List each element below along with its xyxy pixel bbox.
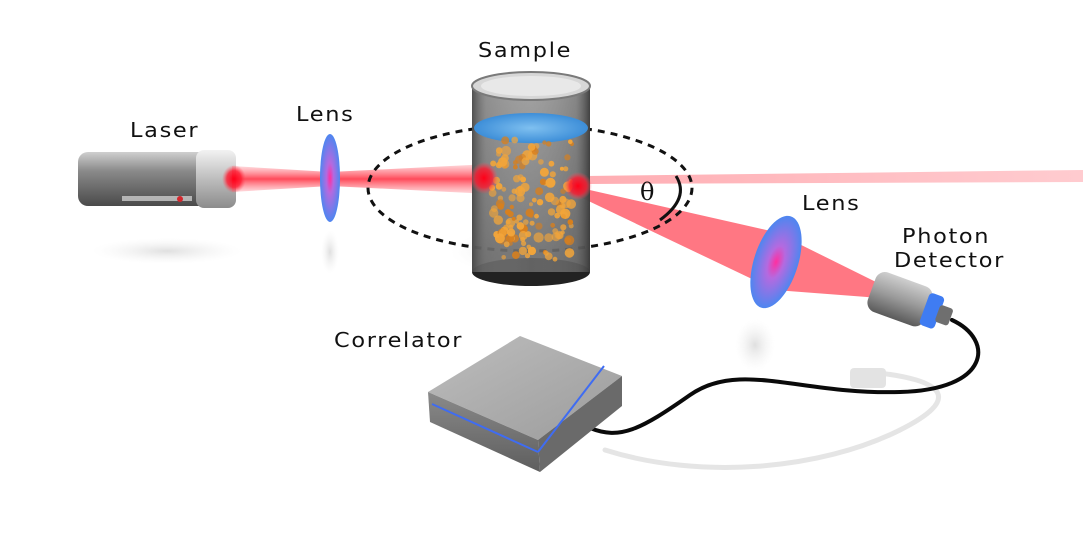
- cable: [588, 318, 981, 435]
- correlator-label: Correlator: [334, 328, 464, 352]
- particle: [501, 254, 507, 260]
- particle: [535, 187, 544, 196]
- particle: [509, 204, 514, 210]
- particle: [545, 141, 552, 147]
- particle: [539, 178, 547, 185]
- particle: [544, 233, 554, 243]
- lens-right-label: Lens: [802, 191, 861, 215]
- particle: [513, 175, 521, 183]
- particle: [559, 166, 564, 171]
- particle: [534, 213, 539, 219]
- particle: [542, 140, 547, 145]
- particle: [501, 186, 507, 192]
- particle: [495, 199, 505, 209]
- particle: [527, 143, 536, 151]
- particle: [520, 237, 526, 242]
- sample-label: Sample: [478, 38, 573, 62]
- particle: [539, 167, 549, 177]
- particle: [567, 219, 574, 225]
- particle: [500, 159, 510, 169]
- particle: [536, 199, 544, 206]
- particle: [564, 235, 575, 246]
- particle: [544, 192, 555, 203]
- particle: [568, 139, 573, 145]
- particle: [538, 159, 544, 165]
- particle: [516, 194, 525, 203]
- laser-label: Laser: [130, 118, 200, 142]
- particle: [514, 219, 519, 224]
- particle: [494, 233, 505, 244]
- particle: [511, 216, 516, 221]
- particle: [550, 222, 556, 228]
- particle: [551, 232, 561, 242]
- particle: [533, 232, 544, 243]
- particle: [505, 209, 511, 215]
- lens-left-label: Lens: [296, 102, 355, 126]
- particle: [508, 194, 516, 202]
- particle: [520, 176, 527, 183]
- lens-left: [320, 134, 340, 222]
- particle: [523, 219, 529, 225]
- correlator-box: [428, 336, 622, 472]
- particle: [493, 215, 503, 225]
- particle: [554, 212, 561, 219]
- particle: [521, 157, 530, 166]
- particle: [511, 136, 519, 144]
- particle: [495, 183, 503, 190]
- particle: [561, 198, 571, 209]
- particle: [516, 214, 523, 221]
- particle: [520, 182, 530, 192]
- particle: [547, 208, 556, 216]
- particle: [529, 220, 535, 226]
- particle: [521, 240, 527, 246]
- photon-detector: [867, 272, 953, 329]
- angle-arc: [659, 175, 682, 222]
- particle: [513, 160, 518, 165]
- particle: [564, 154, 571, 161]
- particle: [525, 208, 534, 217]
- particle: [549, 171, 556, 178]
- particle: [526, 244, 532, 250]
- particle: [516, 222, 525, 230]
- particle: [518, 246, 528, 256]
- particle: [512, 251, 520, 259]
- particle: [535, 222, 543, 230]
- particle: [490, 205, 498, 213]
- angle-theta-label: θ: [640, 178, 655, 206]
- particle: [496, 151, 502, 157]
- lens-right: [750, 215, 802, 309]
- laser-source: [78, 150, 236, 208]
- photon-detector-label-line1: Photon: [902, 224, 991, 248]
- particle: [507, 228, 516, 237]
- particle: [503, 224, 509, 231]
- particle: [524, 253, 531, 259]
- particle: [563, 166, 569, 172]
- particle: [560, 188, 566, 194]
- particle: [560, 224, 567, 231]
- particle: [503, 241, 510, 248]
- transmitted-beam: [585, 170, 1083, 184]
- particle: [552, 256, 558, 262]
- beam-hotspots: [222, 162, 592, 200]
- incident-beam: [232, 164, 490, 194]
- particle: [505, 219, 511, 225]
- particle: [529, 202, 533, 207]
- particle: [531, 197, 537, 203]
- particle: [564, 248, 575, 258]
- particle: [501, 145, 512, 156]
- particle: [501, 136, 510, 145]
- particle: [543, 250, 549, 256]
- particle: [555, 204, 566, 215]
- particle: [548, 160, 555, 167]
- photon-detector-label-line2: Detector: [894, 248, 1006, 272]
- particle: [545, 177, 556, 188]
- particle: [513, 164, 518, 170]
